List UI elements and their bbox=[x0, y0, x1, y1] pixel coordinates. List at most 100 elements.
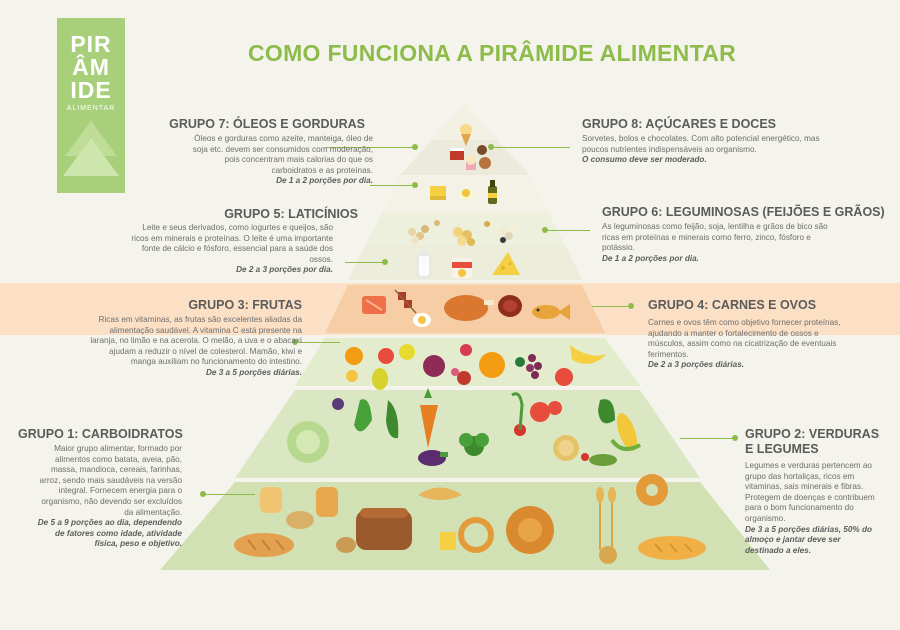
connector-dot-g8 bbox=[488, 144, 494, 150]
g4-title: GRUPO 4: CARNES E OVOS bbox=[648, 298, 817, 312]
g1-block: Maior grupo alimentar, formado por alime… bbox=[30, 444, 182, 550]
loaf-icon bbox=[356, 508, 412, 550]
potato-icon bbox=[286, 511, 356, 553]
g8-title: GRUPO 8: AÇÚCARES E DOCES bbox=[582, 117, 777, 131]
connector-g6 bbox=[545, 230, 590, 231]
greens-icon bbox=[511, 392, 615, 431]
g7-desc: Óleos e gorduras como azeite, manteiga, … bbox=[192, 134, 373, 175]
wheat-icon bbox=[596, 487, 616, 550]
pretzel-icon bbox=[458, 517, 494, 553]
g4-block: Carnes e ovos têm como objetivo fornecer… bbox=[648, 318, 853, 371]
round-bread-icon bbox=[506, 506, 554, 554]
steak-icon bbox=[498, 295, 522, 317]
logo-line-3: IDE bbox=[70, 77, 112, 103]
g8-block: Sorvetes, bolos e chocolates. Com alto p… bbox=[582, 134, 847, 166]
g5-title: GRUPO 5: LATICÍNIOS bbox=[224, 207, 358, 221]
orange-icon bbox=[345, 347, 505, 382]
g7-title: GRUPO 7: ÓLEOS E GORDURAS bbox=[169, 117, 365, 131]
g3-block: Ricas em vitaminas, as frutas são excele… bbox=[85, 315, 302, 379]
tomato-icon bbox=[514, 401, 562, 436]
g7-serving: De 1 a 2 porções por dia. bbox=[276, 176, 373, 186]
connector-g7 bbox=[325, 147, 415, 148]
g5-block: Leite e seus derivados, como iogurtes e … bbox=[125, 223, 333, 276]
g6-title: GRUPO 6: LEGUMINOSAS (FEIJÕES E GRÃOS) bbox=[602, 205, 885, 219]
beans-icon bbox=[408, 225, 429, 244]
logo-line-1: PIR bbox=[70, 31, 112, 57]
carrot-icon bbox=[420, 388, 438, 448]
salmon-icon bbox=[362, 296, 386, 314]
g4-serving: De 2 a 3 porções diárias. bbox=[648, 360, 745, 370]
g6-desc: As leguminosas como feijão, soja, lentil… bbox=[602, 222, 828, 253]
connector-dot-g7b bbox=[412, 182, 418, 188]
soy-icon bbox=[498, 224, 518, 243]
banana-icon bbox=[570, 345, 606, 364]
connector-dot-g6 bbox=[542, 227, 548, 233]
connector-g3 bbox=[300, 342, 340, 343]
lentils-icon bbox=[434, 220, 490, 227]
logo-subtitle: ALIMENTAR bbox=[66, 105, 116, 112]
chocolate-icon bbox=[477, 145, 487, 155]
ice-cream-icon bbox=[460, 124, 472, 146]
g2-serving: De 3 a 5 porções diárias, 50% do almoço … bbox=[745, 524, 872, 555]
cake-icon bbox=[450, 148, 464, 160]
lettuce-icon bbox=[354, 399, 399, 439]
baguette-icon bbox=[638, 536, 706, 560]
logo-line-2: ÂM bbox=[72, 54, 110, 80]
fish-icon bbox=[532, 304, 570, 320]
cheese-block-icon bbox=[440, 532, 456, 550]
oil-bottle-icon bbox=[488, 180, 497, 204]
connector-g2 bbox=[680, 438, 735, 439]
connector-g1 bbox=[205, 494, 255, 495]
g1-title: GRUPO 1: CARBOIDRATOS bbox=[18, 427, 183, 441]
grapes-icon bbox=[515, 354, 542, 379]
pyramid-layer-sweets bbox=[432, 103, 497, 140]
croissant-icon bbox=[418, 487, 462, 500]
apple-icon bbox=[378, 348, 573, 386]
g1-serving: De 5 a 9 porções ao dia, dependendo de f… bbox=[37, 518, 182, 549]
g3-serving: De 3 a 5 porções diárias. bbox=[205, 367, 302, 377]
logo: PIR ÂM IDE ALIMENTAR bbox=[57, 18, 125, 193]
g4-desc: Carnes e ovos têm como objetivo fornecer… bbox=[648, 318, 841, 359]
toast-icon bbox=[260, 487, 338, 517]
g8-serving: O consumo deve ser moderado. bbox=[582, 155, 707, 165]
page-title: COMO FUNCIONA A PIRÂMIDE ALIMENTAR bbox=[248, 40, 737, 66]
connector-dot-g1 bbox=[200, 491, 206, 497]
g2-title-line-2: E LEGUMES bbox=[745, 442, 819, 456]
cupcake-icon bbox=[466, 155, 491, 170]
cucumber-icon bbox=[581, 453, 617, 466]
olive-oil-icon bbox=[457, 189, 475, 201]
g2-block: Legumes e verduras pertencem ao grupo da… bbox=[745, 461, 875, 556]
connector-g4 bbox=[592, 306, 632, 307]
skewer-icon bbox=[394, 289, 417, 314]
connector-dot-g5 bbox=[382, 259, 388, 265]
eggplant-icon bbox=[418, 450, 448, 466]
yogurt-icon bbox=[452, 258, 472, 278]
g1-desc: Maior grupo alimentar, formado por alime… bbox=[39, 444, 182, 517]
onion-icon bbox=[553, 435, 579, 461]
corn-icon bbox=[610, 413, 641, 451]
strawberry-icon bbox=[451, 344, 472, 385]
connector-dot-g4 bbox=[628, 303, 634, 309]
pyramid-layer-oils bbox=[400, 140, 530, 175]
g3-desc: Ricas em vitaminas, as frutas são excele… bbox=[90, 315, 302, 367]
broccoli-icon bbox=[459, 433, 489, 456]
chicken-icon bbox=[444, 295, 494, 321]
g6-serving: De 1 a 2 porções por dia. bbox=[602, 253, 699, 263]
pear-icon bbox=[372, 344, 415, 390]
milk-icon bbox=[417, 250, 431, 278]
g8-desc: Sorvetes, bolos e chocolates. Com alto p… bbox=[582, 134, 820, 154]
g2-title-line-1: GRUPO 2: VERDURAS bbox=[745, 427, 880, 441]
butter-icon bbox=[430, 186, 446, 200]
g3-title: GRUPO 3: FRUTAS bbox=[188, 298, 302, 312]
connector-g5 bbox=[345, 262, 385, 263]
donut-icon bbox=[599, 474, 668, 564]
connector-g8 bbox=[490, 147, 570, 148]
bread-icon bbox=[234, 533, 294, 557]
connector-g7b bbox=[370, 185, 415, 186]
connector-dot-g7 bbox=[412, 144, 418, 150]
egg-icon bbox=[413, 313, 431, 327]
connector-dot-g2 bbox=[732, 435, 738, 441]
connector-dot-g3 bbox=[292, 339, 298, 345]
